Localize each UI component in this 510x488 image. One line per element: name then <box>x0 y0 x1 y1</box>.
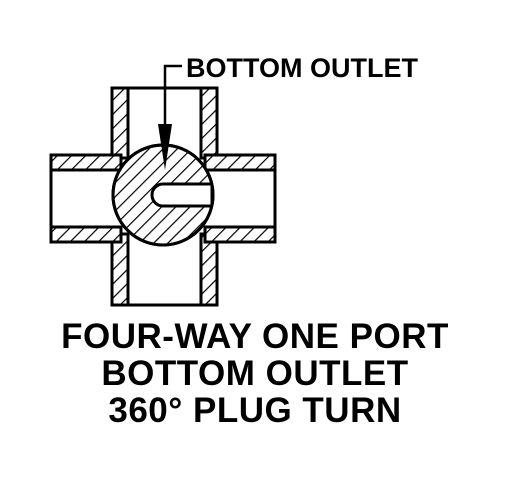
right-branch-top-wall <box>203 153 277 172</box>
left-branch-top-wall <box>49 153 123 172</box>
caption-line-3: 360° PLUG TURN <box>108 391 402 430</box>
left-branch-bottom-wall <box>49 225 123 244</box>
valve-body <box>49 86 277 307</box>
callout-leader <box>158 64 182 170</box>
top-branch-right-wall <box>199 86 219 160</box>
callout-label: BOTTOM OUTLET <box>186 53 418 83</box>
right-branch-bottom-wall <box>203 225 277 244</box>
valve-plug <box>111 143 215 247</box>
bottom-branch-right-wall <box>199 232 219 307</box>
arrow-head-icon <box>158 124 172 170</box>
diagram-caption: FOUR-WAY ONE PORT BOTTOM OUTLET 360° PLU… <box>0 318 510 429</box>
plug-port-passage <box>150 182 213 208</box>
caption-line-1: FOUR-WAY ONE PORT <box>61 317 449 356</box>
caption-line-2: BOTTOM OUTLET <box>101 354 409 393</box>
top-branch-left-wall <box>110 86 130 160</box>
bottom-branch-left-wall <box>110 232 130 307</box>
